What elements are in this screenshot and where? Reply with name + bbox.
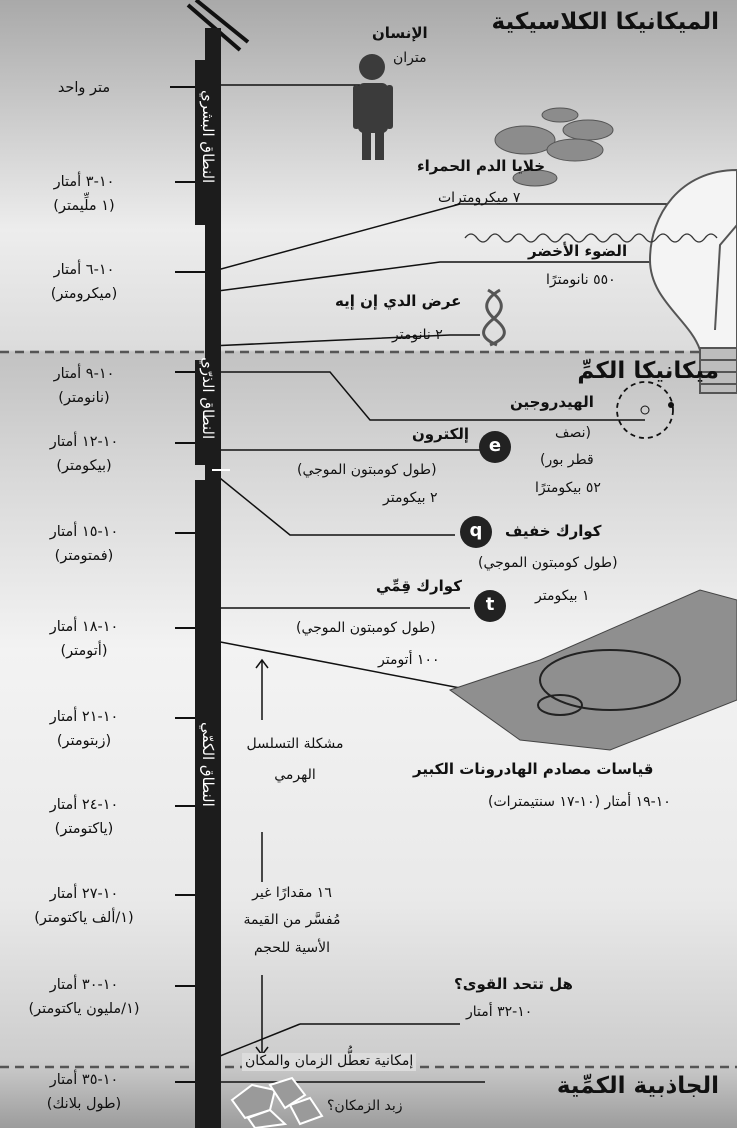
atomic-range-block [195,360,221,465]
light-quark-line2: ١ بيكومتر [535,588,590,604]
section-quantum-title: ميكانيكا الكمِّ [577,358,719,384]
scale-label: ١٠-٢٧ أمتار (١/ألف ياكتومتر) [0,882,168,930]
rbc-size: ٧ ميكرومترات [438,190,521,206]
top-quark-line2: ١٠٠ أتومتر [378,652,440,668]
scale-label-value: ١٠-١٨ أمتار [49,619,119,635]
scale-label-value: ١٠-٩ أمتار [53,366,115,382]
light-bulb [648,168,737,394]
dna-helix [482,288,506,347]
scale-label: ١٠-٩ أمتار (نانومتر) [0,362,168,410]
scale-label-value: ١٠-٣٠ أمتار [49,977,119,993]
scale-label-value: ١٠-٢٤ أمتار [49,797,119,813]
scale-label: متر واحد [0,76,168,100]
hydrogen-atom [616,381,674,439]
scale-label-value: متر واحد [57,80,111,96]
light-quark-symbol: q [460,516,492,548]
scale-label: ١٠-٦ أمتار (ميكرومتر) [0,258,168,306]
electron-symbol: e [479,431,511,463]
light-quark-title: كوارك خفيف [505,522,602,540]
spacetime-foam [230,1076,324,1128]
green-light-title: الضوء الأخضر [528,242,628,260]
section-classical-title: الميكانيكا الكلاسيكية [491,9,719,35]
scale-label-unit: (ياكتومتر) [54,821,114,837]
light-quark-line1: (طول كومبتون الموجي) [478,555,618,571]
scale-label-unit: (بيكومتر) [56,458,112,474]
scale-label-unit: (١/مليون ياكتومتر) [28,1001,140,1017]
scale-label: ١٠-٣٠ أمتار (١/مليون ياكتومتر) [0,973,168,1021]
hierarchy-arrows [255,658,269,1057]
scale-label-unit: (ميكرومتر) [50,286,118,302]
scale-label-value: ١٠-٢٧ أمتار [49,886,119,902]
top-quark-symbol: t [474,590,506,622]
red-blood-cells [494,107,614,187]
hierarchy-line2: الهرمي [274,767,316,783]
scale-label: ١٠-٣ أمتار (١ ملِّيمتر) [0,170,168,218]
human-title: الإنسان [372,24,428,42]
bar-label-quantum: النطاق الكمّي [199,722,217,807]
foam-label: زبد الزمكان؟ [327,1098,403,1114]
electron-line2: ٢ بيكومتر [383,490,438,506]
hydrogen-line1: (نصف [555,425,591,441]
hydrogen-line2: قطر بور) [540,452,594,468]
scale-label-unit: (نانومتر) [58,390,110,406]
scale-label-unit: (فمتومتر) [54,548,114,564]
lhc-size: ١٠-١٩ أمتار (١٠-١٧ سنتيمترات) [488,794,671,810]
scale-label-value: ١٠-٢١ أمتار [49,709,119,725]
scale-label-unit: (طول بلانك) [46,1096,122,1112]
bar-label-human: النطاق البشري [199,90,217,184]
bar-label-atomic: النطاق الذرّي [199,357,217,440]
electron-line1: (طول كومبتون الموجي) [297,462,437,478]
scale-label: ١٠-١٨ أمتار (أتومتر) [0,615,168,663]
cut-mark-2 [194,0,250,44]
unify-size: ١٠-٣٢ أمتار [466,1004,533,1020]
scale-label-value: ١٠-١٢ أمتار [49,434,119,450]
electron-title: إلكترون [412,425,470,443]
green-light-size: ٥٥٠ نانومترًا [546,272,616,288]
quantum-range-block [195,480,221,1128]
scale-label-value: ١٠-١٥ أمتار [49,524,119,540]
scale-label-unit: (١/ألف ياكتومتر) [34,910,134,926]
lhc-title: قياسات مصادم الهادرونات الكبير [413,760,654,778]
hierarchy-line1: مشكلة التسلسل [246,736,344,752]
rbc-title: خلايا الدم الحمراء [417,157,546,175]
hydrogen-title: الهيدروجين [510,393,594,411]
orders-line3: الأسية للحجم [253,940,331,956]
scale-label: ١٠-٣٥ أمتار (طول بلانك) [0,1068,168,1116]
scale-label-value: ١٠-٣ أمتار [53,174,115,190]
orders-line2: مُفسَّر من القيمة [243,912,341,928]
scale-label-unit: (أتومتر) [60,643,108,659]
unify-title: هل تتحد القوى؟ [454,975,573,993]
breakdown-label: إمكانية تعطُّل الزمان والمكان [242,1053,417,1071]
human-range-block [195,60,221,225]
human-size: متران [393,50,427,66]
scale-label-value: ١٠-٦ أمتار [53,262,115,278]
item-connectors [205,84,725,1083]
top-quark-title: كوارك قِمِّي [376,577,462,595]
cut-mark-1 [186,3,242,52]
light-wave [464,233,718,243]
orders-line1: ١٦ مقدارًا غير [252,885,332,901]
top-quark-line1: (طول كومبتون الموجي) [296,620,436,636]
scale-label: ١٠-٢٤ أمتار (ياكتومتر) [0,793,168,841]
lhc-illustration [448,589,737,751]
scale-label-value: ١٠-٣٥ أمتار [49,1072,119,1088]
scale-label: ١٠-٢١ أمتار (زبتومتر) [0,705,168,753]
dna-title: عرض الدي إن إيه [335,292,462,310]
section-gravity-title: الجاذبية الكمِّية [556,1073,719,1099]
human-figure [353,54,393,160]
scale-label-unit: (زبتومتر) [56,733,112,749]
scale-label: ١٠-١٢ أمتار (بيكومتر) [0,430,168,478]
scale-label: ١٠-١٥ أمتار (فمتومتر) [0,520,168,568]
hydrogen-line3: ٥٢ بيكومترًا [535,480,601,496]
dna-size: ٢ نانومتر [392,327,443,343]
scale-label-unit: (١ ملِّيمتر) [53,198,115,214]
